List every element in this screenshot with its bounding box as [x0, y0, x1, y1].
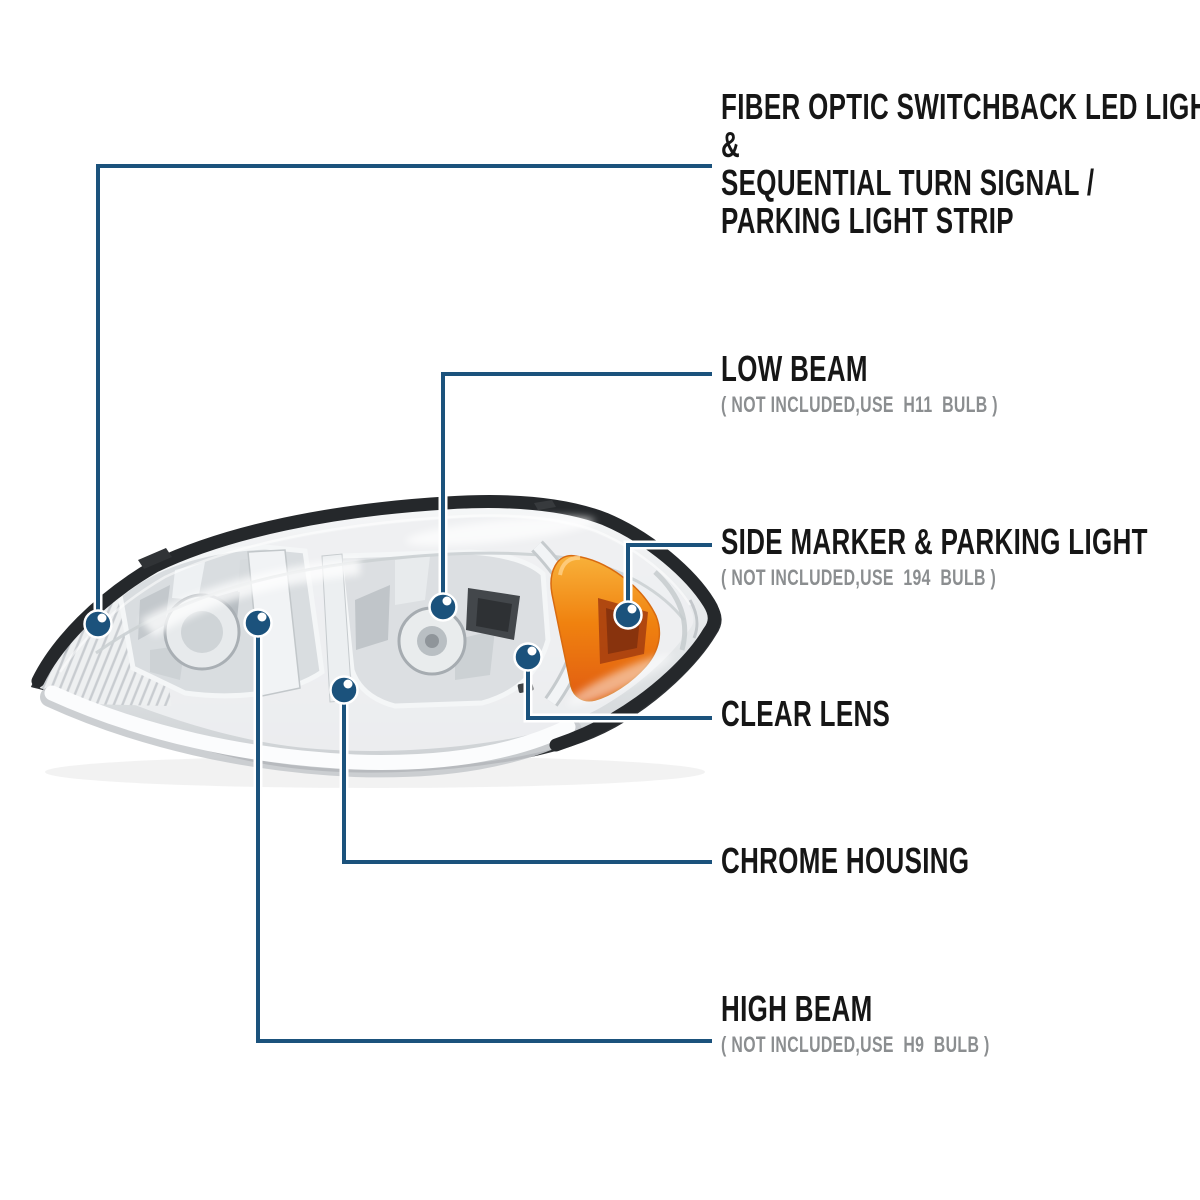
- callout-line-clear-lens: [526, 657, 712, 720]
- lens-reflections: [140, 516, 673, 706]
- callout-dot-side-marker: [613, 600, 643, 630]
- label-title-line: FIBER OPTIC SWITCHBACK LED LIGHT: [721, 86, 1200, 127]
- label-clear-lens: CLEAR LENS: [721, 695, 956, 733]
- mount-tab: [138, 548, 172, 569]
- label-subtitle: ( NOT INCLUDED,USE 194 BULB ): [721, 565, 997, 590]
- label-title: LOW BEAM: [721, 348, 868, 389]
- label-high-beam: HIGH BEAM ( NOT INCLUDED,USE H9 BULB ): [721, 990, 1094, 1057]
- callout-line-fiber-optic: [96, 164, 712, 624]
- label-title-line: PARKING LIGHT STRIP: [721, 200, 1014, 241]
- top-screw-tab: [534, 500, 556, 510]
- callout-line-high-beam: [256, 623, 712, 1043]
- headlight-photo: [30, 495, 722, 788]
- label-title: SIDE MARKER & PARKING LIGHT: [721, 521, 1148, 562]
- label-title: CLEAR LENS: [721, 693, 891, 734]
- callout-dots: [83, 592, 643, 705]
- label-title-line: SEQUENTIAL TURN SIGNAL /: [721, 162, 1095, 203]
- label-low-beam: LOW BEAM ( NOT INCLUDED,USE H11 BULB ): [721, 350, 1106, 417]
- callout-line-low-beam: [441, 372, 712, 607]
- right-cap-ridge: [653, 570, 688, 651]
- label-subtitle: ( NOT INCLUDED,USE H11 BULB ): [721, 392, 998, 417]
- label-subtitle: ( NOT INCLUDED,USE H9 BULB ): [721, 1032, 990, 1057]
- callout-dot-fiber-optic: [83, 609, 113, 639]
- callout-dot-clear-lens: [513, 642, 543, 672]
- label-fiber-optic-led-strip: FIBER OPTIC SWITCHBACK LED LIGHT & SEQUE…: [721, 88, 1200, 240]
- callout-dot-low-beam: [428, 592, 458, 622]
- callout-line-side-marker: [626, 543, 712, 615]
- label-title: CHROME HOUSING: [721, 840, 970, 881]
- label-side-marker-parking-light: SIDE MARKER & PARKING LIGHT ( NOT INCLUD…: [721, 523, 1200, 590]
- right-cap-ridge-2: [688, 599, 699, 639]
- callout-dot-chrome-housing: [329, 675, 359, 705]
- label-chrome-housing: CHROME HOUSING: [721, 842, 1066, 880]
- callout-dot-high-beam: [243, 608, 273, 638]
- callout-line-chrome-housing: [342, 690, 712, 864]
- callout-lines: [93, 161, 712, 1046]
- label-title: HIGH BEAM: [721, 988, 873, 1029]
- label-title-line: &: [721, 124, 741, 165]
- trim-highlight: [58, 514, 692, 673]
- top-trim: [31, 495, 721, 752]
